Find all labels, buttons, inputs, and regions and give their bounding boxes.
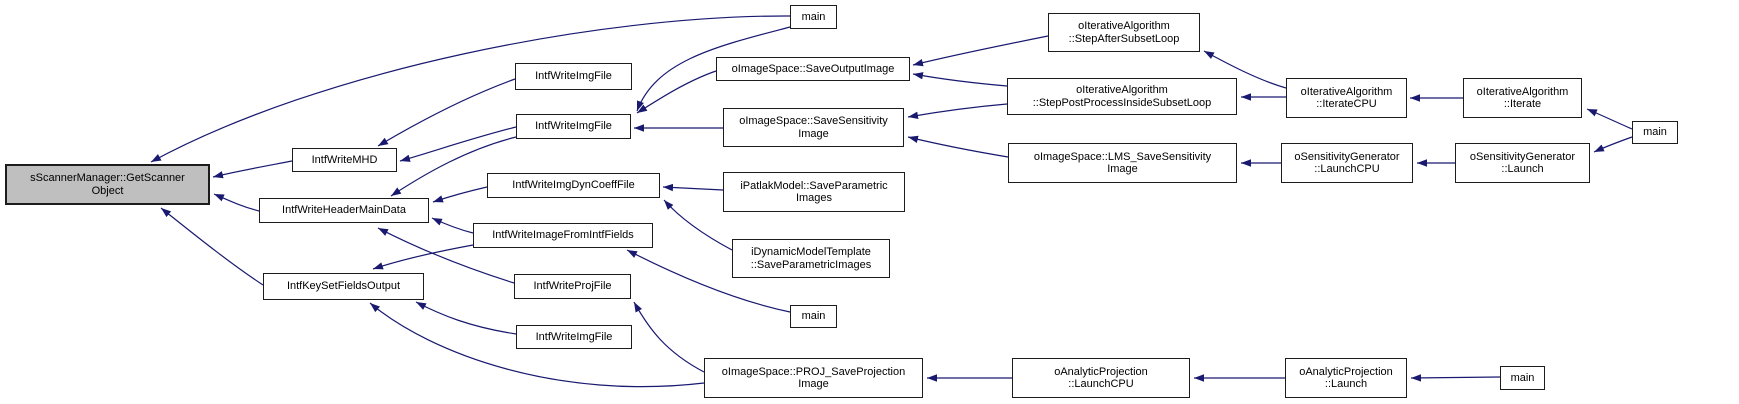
node-intf-write-image-from-intf-fields[interactable]: IntfWriteImageFromIntfFields — [473, 223, 653, 248]
edge-intf-write-img-file-1--intf-write-mhd — [377, 78, 516, 147]
edge-intf-write-img-file-2--intf-write-mhd — [399, 126, 517, 162]
node-label-line: oIterativeAlgorithm — [1076, 84, 1168, 96]
edge-intf-write-img-file-2--intf-write-header-main-data — [390, 136, 517, 197]
edge-proj-save-projection-image--intf-write-proj-file — [633, 301, 705, 373]
node-label-line: oSensitivityGenerator — [1294, 150, 1400, 163]
node-label-line: Image — [798, 127, 829, 140]
node-label-line: ::LaunchCPU — [1068, 378, 1134, 390]
node-intf-write-header-main-data[interactable]: IntfWriteHeaderMainData — [259, 198, 429, 223]
node-label-line: ::SaveParametricImages — [750, 258, 872, 271]
node-label-line: main — [801, 10, 826, 23]
node-label-line: ::Launch — [1324, 378, 1368, 390]
node-label-line: IntfWriteImgDynCoeffFile — [512, 179, 635, 192]
node-sensitivity-launch[interactable]: oSensitivityGenerator::Launch — [1455, 143, 1590, 183]
node-label-line: ::Launch — [1501, 163, 1544, 175]
edge-main-mid--intf-write-image-from-intf-fields — [626, 249, 791, 313]
edge-step-post-process-inside-subset-loop--save-output-image — [912, 72, 1008, 87]
node-label-line: oIterativeAlgorithm — [1300, 85, 1393, 98]
node-label-line: ::StepAfterSubsetLoop — [1068, 32, 1180, 45]
edge-main-top--get-scanner-object — [150, 15, 791, 163]
node-label-line: IntfKeySetFieldsOutput — [286, 280, 401, 293]
node-label-line: Object — [91, 184, 124, 197]
node-label-line: main — [1643, 126, 1667, 139]
node-label-line: IntfWriteImgFile — [535, 70, 612, 83]
node-label-line: main — [1510, 371, 1535, 384]
node-label-line: iPatlakModel::SaveParametric — [740, 179, 888, 192]
node-label-line: oSensitivityGenerator — [1469, 150, 1576, 163]
node-main-bottom-right[interactable]: main — [1500, 366, 1545, 390]
edge-intf-write-proj-file--intf-write-header-main-data — [377, 227, 515, 284]
node-label-line: IntfWriteMHD — [311, 153, 378, 166]
node-label-line: oIterativeAlgorithm — [1078, 20, 1170, 32]
node-label-line: Images — [795, 192, 833, 204]
node-label-line: IntfWriteHeaderMainData — [282, 204, 406, 217]
node-step-post-process-inside-subset-loop[interactable]: oIterativeAlgorithm::StepPostProcessInsi… — [1007, 78, 1237, 115]
node-dynamic-model-save-parametric-images[interactable]: iDynamicModelTemplate::SaveParametricIma… — [732, 239, 890, 278]
edge-intf-write-img-file-3--intf-key-set-fields-output — [415, 301, 517, 335]
node-iterate[interactable]: oIterativeAlgorithm::Iterate — [1463, 78, 1582, 118]
node-main-mid[interactable]: main — [790, 305, 837, 328]
node-label-line: oImageSpace::SaveOutputImage — [731, 62, 895, 75]
node-label-line: ::Iterate — [1503, 98, 1542, 110]
node-main-top[interactable]: main — [790, 5, 837, 29]
node-label-line: oAnalyticProjection — [1299, 365, 1393, 378]
node-label-line: IntfWriteProjFile — [533, 280, 612, 293]
node-label-line: IntfWriteImageFromIntfFields — [492, 229, 634, 242]
edge-intf-key-set-fields-output--get-scanner-object — [160, 207, 264, 286]
node-intf-write-img-file-2[interactable]: IntfWriteImgFile — [516, 114, 631, 139]
node-main-right[interactable]: main — [1632, 121, 1678, 144]
edge-patlak-save-parametric-images--intf-write-img-dyn-coeff-file — [662, 183, 724, 192]
edge-main-right--iterate — [1586, 108, 1633, 130]
node-label-line: oImageSpace::PROJ_SaveProjection — [721, 365, 906, 378]
node-intf-write-mhd[interactable]: IntfWriteMHD — [292, 148, 397, 172]
edge-intf-write-header-main-data--get-scanner-object — [213, 193, 260, 212]
node-label-line: iDynamicModelTemplate — [751, 246, 871, 258]
node-label-line: main — [801, 310, 826, 323]
node-intf-write-img-dyn-coeff-file[interactable]: IntfWriteImgDynCoeffFile — [487, 173, 660, 198]
edge-intf-write-mhd--get-scanner-object — [212, 160, 293, 179]
node-label-line: sScannerManager::GetScanner — [30, 172, 185, 184]
edge-step-after-subset-loop--save-output-image — [912, 35, 1049, 67]
edge-main-top--intf-write-img-file-2 — [636, 26, 791, 112]
node-label-line: Image — [798, 378, 829, 390]
edge-intf-write-image-from-intf-fields--intf-key-set-fields-output — [372, 244, 474, 270]
node-label-line: ::IterateCPU — [1316, 98, 1377, 110]
node-intf-write-proj-file[interactable]: IntfWriteProjFile — [514, 274, 631, 299]
node-label-line: oImageSpace::SaveSensitivity — [739, 115, 888, 127]
node-label-line: ::StepPostProcessInsideSubsetLoop — [1032, 96, 1212, 109]
node-intf-write-img-file-3[interactable]: IntfWriteImgFile — [516, 325, 632, 349]
node-save-output-image[interactable]: oImageSpace::SaveOutputImage — [716, 57, 910, 81]
edge-lms-save-sensitivity-image--save-sensitivity-image — [907, 135, 1009, 158]
edge-step-post-process-inside-subset-loop--save-sensitivity-image — [907, 103, 1008, 119]
node-step-after-subset-loop[interactable]: oIterativeAlgorithm::StepAfterSubsetLoop — [1048, 13, 1200, 52]
node-sensitivity-launch-cpu[interactable]: oSensitivityGenerator::LaunchCPU — [1281, 143, 1413, 183]
edge-proj-save-projection-image--intf-key-set-fields-output — [369, 302, 705, 388]
node-label-line: oAnalyticProjection — [1054, 365, 1148, 378]
edge-iterate-cpu--step-after-subset-loop — [1203, 50, 1287, 89]
node-intf-key-set-fields-output[interactable]: IntfKeySetFieldsOutput — [263, 273, 424, 300]
edge-dynamic-model-save-parametric-images--intf-write-img-dyn-coeff-file — [663, 199, 733, 251]
edge-intf-write-img-dyn-coeff-file--intf-write-header-main-data — [432, 186, 488, 203]
node-intf-write-img-file-1[interactable]: IntfWriteImgFile — [515, 63, 632, 90]
edge-save-output-image--intf-write-img-file-2 — [636, 70, 717, 114]
node-label-line: IntfWriteImgFile — [535, 120, 612, 133]
node-label-line: oIterativeAlgorithm — [1476, 85, 1569, 98]
edge-intf-write-image-from-intf-fields--intf-write-header-main-data — [431, 217, 474, 234]
node-label-line: Image — [1107, 163, 1138, 175]
edge-main-right--sensitivity-launch — [1593, 136, 1633, 153]
node-iterate-cpu[interactable]: oIterativeAlgorithm::IterateCPU — [1286, 78, 1407, 118]
edge-main-bottom-right--analytic-launch — [1410, 374, 1501, 382]
node-analytic-launch-cpu[interactable]: oAnalyticProjection::LaunchCPU — [1012, 358, 1190, 398]
node-analytic-launch[interactable]: oAnalyticProjection::Launch — [1285, 358, 1407, 398]
node-label-line: IntfWriteImgFile — [535, 330, 613, 343]
node-label-line: oImageSpace::LMS_SaveSensitivity — [1033, 150, 1212, 163]
node-label-line: ::LaunchCPU — [1314, 163, 1380, 175]
